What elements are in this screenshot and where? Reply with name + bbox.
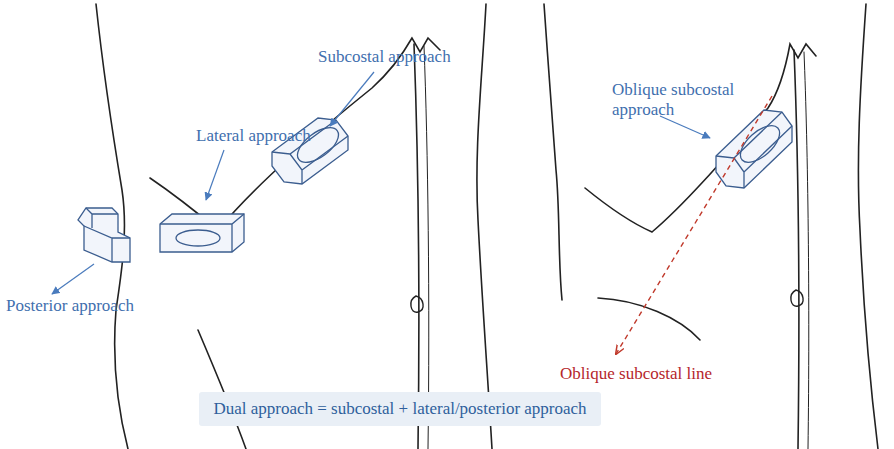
approach-label: Posterior approach xyxy=(6,296,134,316)
line-label: Oblique subcostal line xyxy=(560,364,712,384)
leader-arrow xyxy=(52,72,710,294)
ultrasound-probe xyxy=(78,110,792,262)
body-outline xyxy=(96,4,878,449)
approach-label: Oblique subcostal approach xyxy=(612,80,742,120)
approach-label: Lateral approach xyxy=(196,126,311,146)
approach-label: Subcostal approach xyxy=(318,47,451,67)
note-text: Dual approach = subcostal + lateral/post… xyxy=(213,399,587,419)
oblique-line xyxy=(616,96,772,354)
note-band: Dual approach = subcostal + lateral/post… xyxy=(199,392,601,426)
